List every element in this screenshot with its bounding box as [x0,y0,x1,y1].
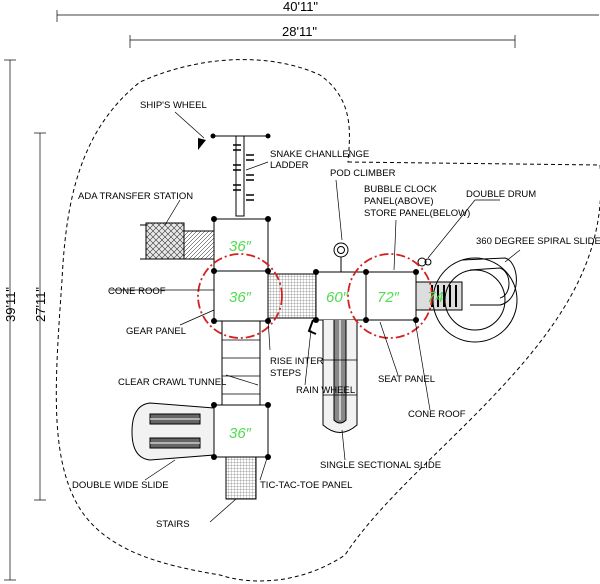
deck-right-height: 72″ [377,289,400,306]
label-gear-panel: GEAR PANEL [126,326,186,337]
pod-climber [333,242,349,272]
label-rain-wheel: RAIN WHEEL [296,385,355,396]
label-pod-climber: POD CLIMBER [330,168,396,179]
dimension-overall-depth: 39'11" [3,287,18,322]
cone-roof-left [197,253,283,339]
rain-wheel [307,319,317,335]
deck-right [365,271,417,321]
label-bubble-clock-2: PANEL(ABOVE) [364,196,434,207]
deck-spiral-height: 74 [427,289,444,306]
label-snake-ladder-1: SNAKE CHANLLENGE [270,149,369,160]
label-rise-steps-1: RISE INTER [270,356,323,367]
deck-center-height: 60″ [326,289,349,306]
deck-mid-left-height: 36″ [229,289,252,306]
label-ada-transfer: ADA TRANSFER STATION [78,191,193,202]
leader-lines [110,111,521,523]
label-cone-roof-left: CONE ROOF [108,286,166,297]
deck-center [315,271,367,321]
label-bubble-clock-1: BUBBLE CLOCK [364,184,438,195]
label-spiral-slide: 360 DEGREE SPIRAL SLIDE [476,236,600,247]
spiral-slide [415,257,518,343]
label-rise-steps-2: STEPS [270,368,301,379]
deck-upper-left-height: 36″ [229,238,252,255]
use-zone-outline [55,59,600,582]
label-ships-wheel: SHIP'S WHEEL [140,100,207,111]
double-wide-slide [131,402,215,461]
dimension-lines [4,10,599,581]
dimension-overall-width: 40'11" [283,0,318,14]
label-stairs: STAIRS [156,519,190,530]
posts [211,216,419,460]
clear-crawl-tunnel [221,320,261,406]
ships-wheel-ladder [198,133,271,217]
label-double-slide: DOUBLE WIDE SLIDE [72,480,169,491]
label-tic-tac-toe: TIC-TAC-TOE PANEL [260,480,352,491]
dimension-inner-width: 28'11" [282,24,317,39]
label-single-slide: SINGLE SECTIONAL SLIDE [320,460,441,471]
stairs [225,456,257,500]
rise-inter-steps [267,273,317,319]
ada-transfer-station [140,222,215,260]
deck-upper-left [213,218,269,272]
component-labels: SHIP'S WHEEL SNAKE CHANLLENGE LADDER POD… [72,100,600,530]
deck-lower-height: 36″ [229,425,252,442]
label-double-drum: DOUBLE DRUM [466,189,536,200]
single-sectional-slide [322,320,358,433]
label-bubble-clock-3: STORE PANEL(BELOW) [364,208,470,219]
label-cone-roof-right: CONE ROOF [408,409,466,420]
label-snake-ladder-2: LADDER [270,160,309,171]
label-crawl-tunnel: CLEAR CRAWL TUNNEL [118,377,226,388]
cone-roof-right [347,253,433,339]
label-seat-panel: SEAT PANEL [378,374,435,385]
dimension-inner-depth: 27'11" [33,287,48,322]
